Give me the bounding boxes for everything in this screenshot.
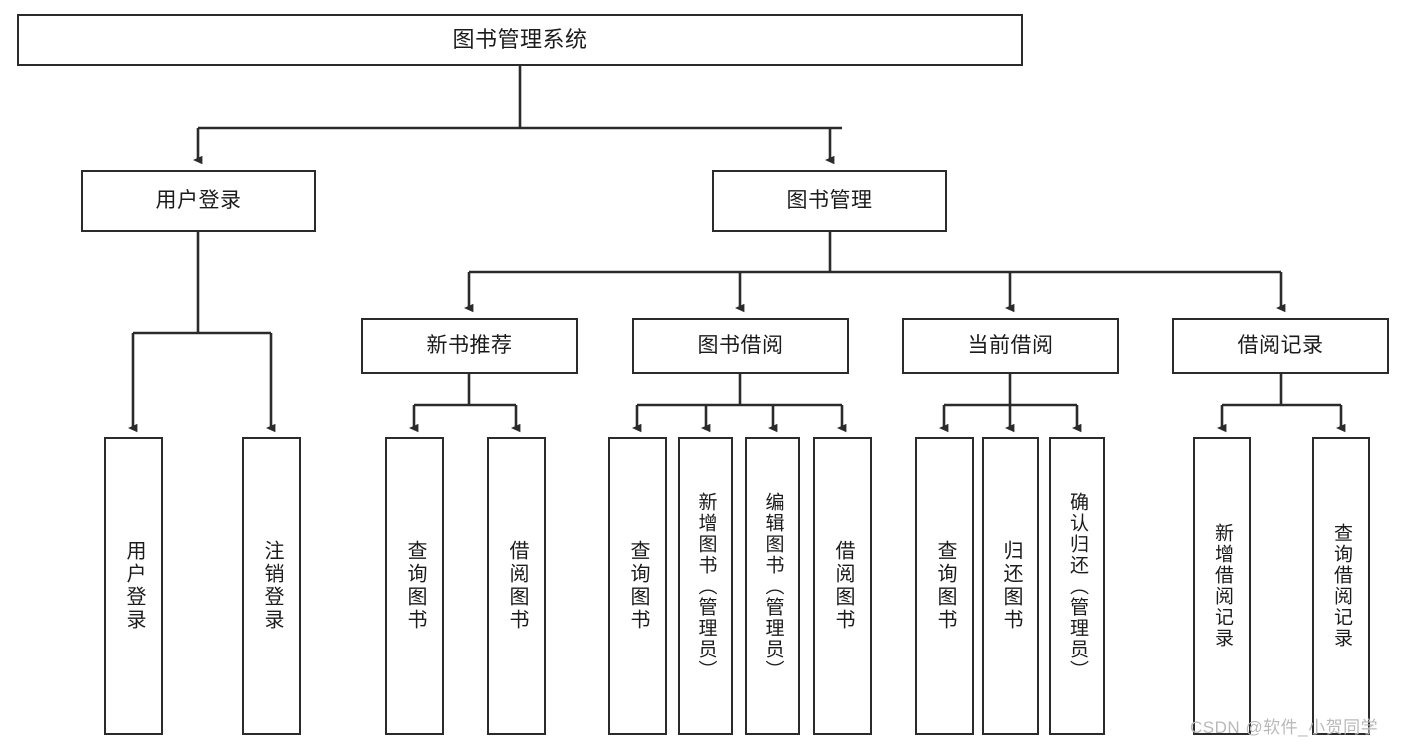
node-label: 图书管理: [786, 188, 873, 212]
node-label: 确认归还（管理员）: [1066, 491, 1088, 681]
node-borrowing-record[interactable]: 借阅记录: [1172, 318, 1389, 374]
node-label: 查询借阅记录: [1330, 523, 1352, 649]
node-label: 借阅图书: [506, 540, 528, 632]
node-label: 查询图书: [404, 540, 426, 632]
node-label: 当前借阅: [967, 333, 1054, 357]
leaf-node-query-book-current[interactable]: 查询图书: [915, 437, 974, 735]
leaf-node-logout[interactable]: 注销登录: [242, 437, 301, 735]
node-label: 用户登录: [123, 540, 145, 632]
node-root-book-management-system[interactable]: 图书管理系统: [17, 14, 1023, 66]
node-label: 注销登录: [261, 540, 283, 632]
leaf-node-edit-book-admin[interactable]: 编辑图书（管理员）: [745, 437, 800, 735]
node-label: 借阅记录: [1237, 333, 1324, 357]
leaf-node-query-borrow-record[interactable]: 查询借阅记录: [1312, 437, 1370, 735]
node-label: 查询图书: [934, 540, 956, 632]
leaf-node-confirm-return-admin[interactable]: 确认归还（管理员）: [1049, 437, 1105, 735]
leaf-node-query-book-new-rec[interactable]: 查询图书: [385, 437, 444, 735]
leaf-node-add-borrow-record[interactable]: 新增借阅记录: [1193, 437, 1251, 735]
leaf-node-borrow-book[interactable]: 借阅图书: [813, 437, 872, 735]
node-label: 归还图书: [1000, 540, 1022, 632]
node-user-login[interactable]: 用户登录: [81, 170, 316, 232]
node-label: 编辑图书（管理员）: [762, 491, 784, 681]
node-label: 图书借阅: [697, 333, 784, 357]
leaf-node-add-book-admin[interactable]: 新增图书（管理员）: [678, 437, 733, 735]
leaf-node-query-book-borrow[interactable]: 查询图书: [608, 437, 667, 735]
node-label: 新增图书（管理员）: [695, 491, 717, 681]
node-book-management[interactable]: 图书管理: [712, 170, 947, 232]
node-label: 查询图书: [627, 540, 649, 632]
node-new-book-recommendation[interactable]: 新书推荐: [361, 318, 578, 374]
node-book-borrowing[interactable]: 图书借阅: [632, 318, 849, 374]
node-label: 图书管理系统: [452, 27, 588, 53]
csdn-watermark: CSDN @软件_小贺同学: [1190, 718, 1379, 737]
node-label: 新书推荐: [426, 333, 513, 357]
node-label: 借阅图书: [832, 540, 854, 632]
leaf-node-user-login[interactable]: 用户登录: [104, 437, 163, 735]
leaf-node-borrow-book-new-rec[interactable]: 借阅图书: [487, 437, 546, 735]
leaf-node-return-book[interactable]: 归还图书: [982, 437, 1039, 735]
node-current-borrowing[interactable]: 当前借阅: [902, 318, 1119, 374]
node-label: 新增借阅记录: [1211, 523, 1233, 649]
node-label: 用户登录: [155, 188, 242, 212]
